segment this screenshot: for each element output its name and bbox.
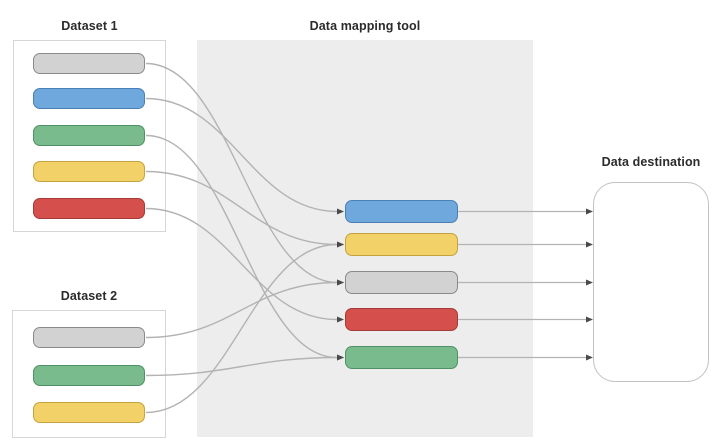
dataset1-field-green [33, 125, 145, 146]
dataset2-title: Dataset 2 [60, 289, 118, 303]
destination-title: Data destination [601, 155, 701, 169]
dataset2-field-gray [33, 327, 145, 348]
dataset1-field-red [33, 198, 145, 219]
mapper-field-gray [345, 271, 458, 294]
mapper-title: Data mapping tool [309, 19, 421, 33]
data-destination-box [593, 182, 709, 382]
dataset2-field-yellow [33, 402, 145, 423]
mapper-field-blue [345, 200, 458, 223]
dataset1-field-blue [33, 88, 145, 109]
mapper-field-yellow [345, 233, 458, 256]
dataset2-field-green [33, 365, 145, 386]
mapper-field-red [345, 308, 458, 331]
mapper-field-green [345, 346, 458, 369]
dataset1-title: Dataset 1 [61, 19, 118, 33]
dataset1-field-gray [33, 53, 145, 74]
dataset1-field-yellow [33, 161, 145, 182]
